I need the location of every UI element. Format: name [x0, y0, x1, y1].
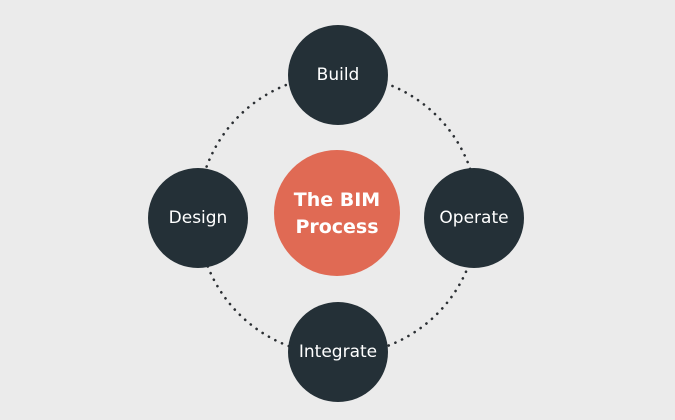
center-node: The BIM Process	[274, 150, 400, 276]
node-operate: Operate	[424, 168, 524, 268]
node-design-label: Design	[169, 208, 228, 228]
center-circle	[274, 150, 400, 276]
node-operate-circle	[424, 168, 524, 268]
node-design: Design	[148, 168, 248, 268]
node-integrate-circle	[288, 302, 388, 402]
node-operate-label: Operate	[439, 208, 508, 228]
node-build-label: Build	[317, 65, 360, 85]
node-integrate: Integrate	[288, 302, 388, 402]
node-build-circle	[288, 25, 388, 125]
node-integrate-label: Integrate	[299, 342, 377, 362]
center-label-line2: Process	[295, 216, 378, 238]
node-build: Build	[288, 25, 388, 125]
node-design-circle	[148, 168, 248, 268]
center-label-line1: The BIM	[294, 189, 380, 211]
